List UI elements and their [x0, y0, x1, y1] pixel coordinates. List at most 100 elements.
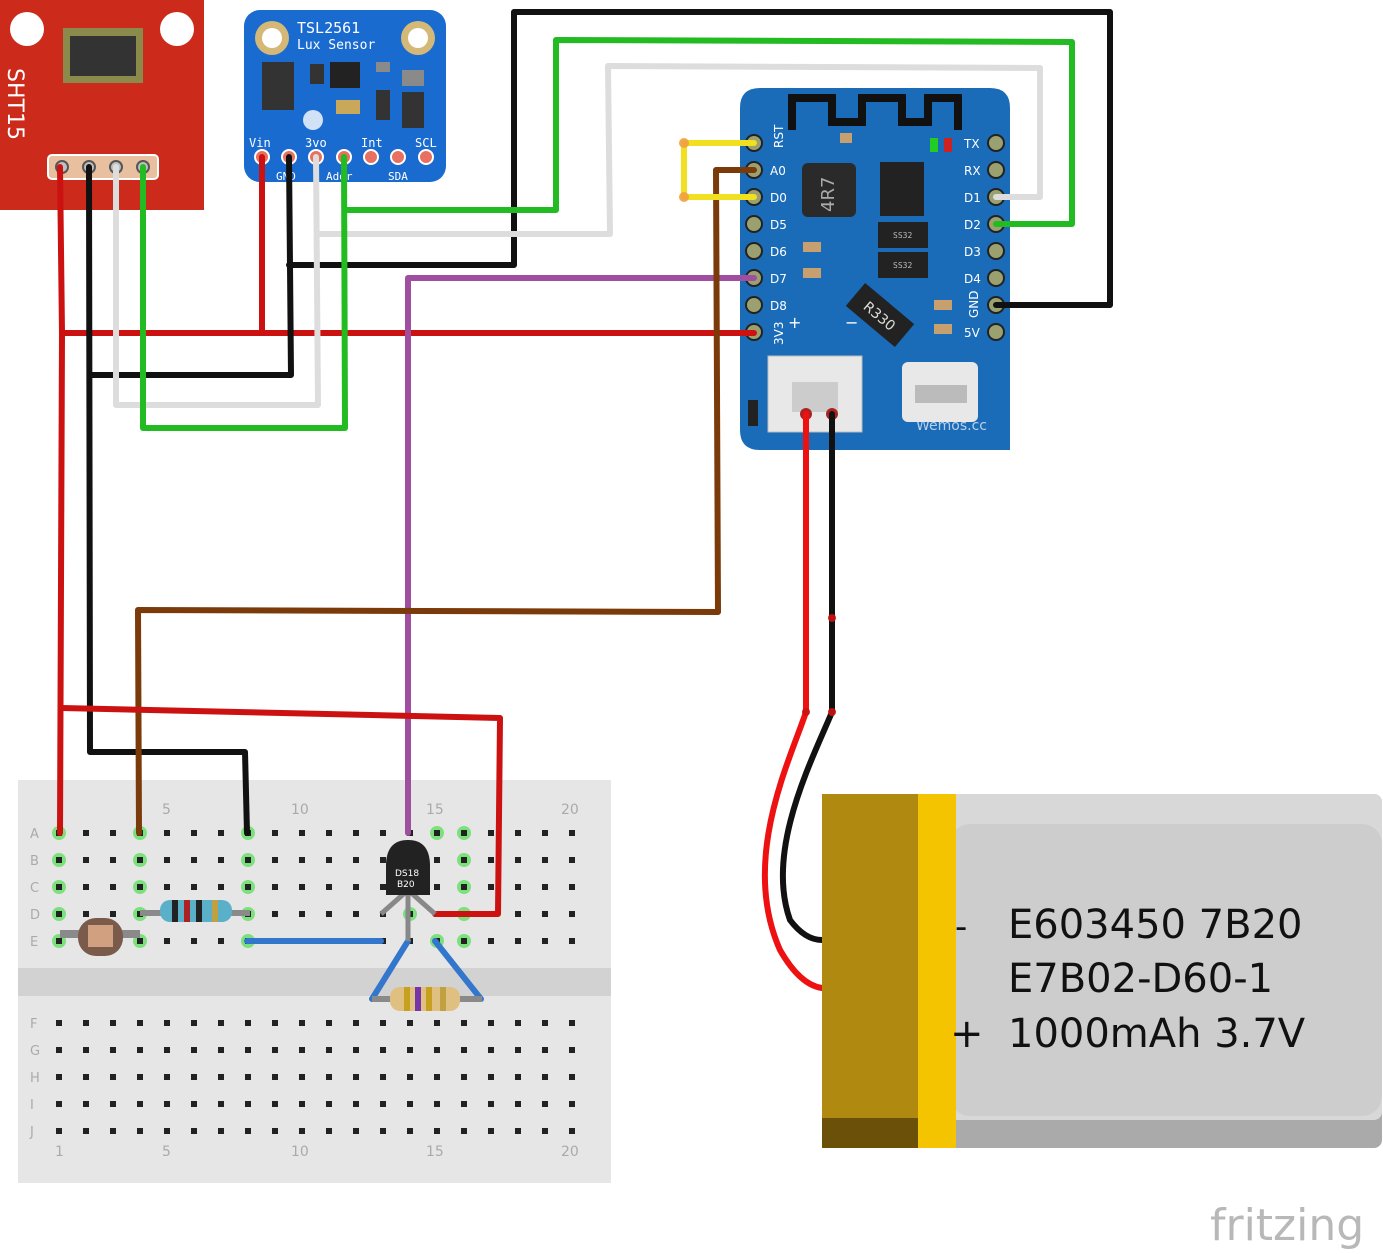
breadboard-hole	[434, 884, 440, 890]
battery-text-line2: E7B02-D60-1	[1008, 956, 1273, 1002]
battery-minus-label: -	[955, 907, 967, 947]
breadboard-hole	[110, 1074, 116, 1080]
breadboard-hole	[110, 1128, 116, 1134]
row-label-b: B	[30, 854, 39, 869]
breadboard-hole	[83, 1101, 89, 1107]
col-number-1-bottom: 1	[55, 1144, 64, 1160]
breadboard-hole	[164, 884, 170, 890]
breadboard-hole	[542, 830, 548, 836]
breadboard-hole	[218, 1047, 224, 1053]
row-label-f: F	[30, 1017, 37, 1032]
breadboard-hole	[245, 884, 251, 890]
breadboard-hole	[191, 830, 197, 836]
breadboard-hole	[326, 1074, 332, 1080]
breadboard-hole	[245, 1101, 251, 1107]
breadboard-hole	[299, 884, 305, 890]
breadboard-hole	[353, 1047, 359, 1053]
battery-text-line1: E603450 7B20	[1008, 902, 1302, 948]
breadboard-hole	[56, 857, 62, 863]
diode2-label: SS32	[893, 261, 912, 270]
breadboard-hole	[137, 938, 143, 944]
breadboard-hole	[164, 1020, 170, 1026]
breadboard-hole	[110, 911, 116, 917]
breadboard-hole	[461, 1101, 467, 1107]
breadboard-hole	[434, 1128, 440, 1134]
col-number-10-top: 10	[291, 802, 309, 818]
breadboard-hole	[272, 1074, 278, 1080]
breadboard-hole	[326, 1101, 332, 1107]
wire-blue-left	[369, 938, 411, 1002]
breadboard-hole	[353, 1074, 359, 1080]
wemos-pin-rst: RST	[772, 124, 786, 148]
breadboard-hole	[542, 884, 548, 890]
breadboard-hole	[353, 1128, 359, 1134]
breadboard-hole	[461, 1074, 467, 1080]
row-label-a: A	[30, 827, 39, 842]
breadboard-hole	[569, 1020, 575, 1026]
breadboard-hole	[488, 830, 494, 836]
breadboard-hole	[56, 1020, 62, 1026]
breadboard-hole	[218, 1020, 224, 1026]
breadboard-hole	[326, 857, 332, 863]
breadboard-hole	[407, 1101, 413, 1107]
breadboard-hole	[218, 1101, 224, 1107]
wire-white-sht-data	[113, 154, 321, 408]
breadboard-hole	[218, 857, 224, 863]
wire-white-tsl-scl	[315, 63, 1043, 237]
tsl-pin-int: Int	[361, 136, 383, 150]
wire-blue-right	[432, 938, 484, 1002]
breadboard-hole	[191, 884, 197, 890]
wemos-pin-d1: D1	[964, 191, 981, 205]
breadboard-hole	[380, 1074, 386, 1080]
lipo-battery: - + E603450 7B20 E7B02-D60-1 1000mAh 3.7…	[822, 794, 1382, 1148]
breadboard-hole	[83, 911, 89, 917]
breadboard-hole	[380, 1020, 386, 1026]
breadboard-hole	[110, 857, 116, 863]
wire-green-sht-clk	[140, 154, 348, 431]
breadboard-hole	[434, 1020, 440, 1026]
breadboard-hole	[56, 884, 62, 890]
wire-battery-black	[779, 411, 835, 943]
breadboard-hole	[569, 857, 575, 863]
breadboard-hole	[191, 1074, 197, 1080]
breadboard-hole	[299, 1074, 305, 1080]
breadboard-hole	[272, 1101, 278, 1107]
breadboard-hole	[137, 884, 143, 890]
breadboard-hole	[272, 857, 278, 863]
breadboard-hole	[326, 911, 332, 917]
row-label-e: E	[30, 935, 38, 950]
breadboard-hole	[515, 1128, 521, 1134]
breadboard-hole	[164, 1101, 170, 1107]
breadboard-hole	[488, 1128, 494, 1134]
breadboard-hole	[137, 1128, 143, 1134]
breadboard-hole	[110, 1101, 116, 1107]
breadboard-hole	[434, 1074, 440, 1080]
breadboard-hole	[299, 1101, 305, 1107]
breadboard-hole	[56, 1047, 62, 1053]
breadboard-hole	[569, 911, 575, 917]
breadboard-hole	[488, 1020, 494, 1026]
breadboard-hole	[326, 1128, 332, 1134]
breadboard-hole	[515, 1101, 521, 1107]
wemos-pin-d5: D5	[770, 218, 787, 232]
row-label-j: J	[29, 1125, 34, 1140]
breadboard-hole	[380, 830, 386, 836]
breadboard-hole	[164, 1074, 170, 1080]
ds18b20-label-1: DS18	[395, 869, 419, 879]
resistor-2	[372, 987, 482, 1011]
ds18b20-sensor: DS18 B20	[379, 840, 437, 941]
breadboard-hole	[218, 830, 224, 836]
breadboard-hole	[299, 1047, 305, 1053]
breadboard-hole	[461, 938, 467, 944]
breadboard-hole	[569, 1047, 575, 1053]
ds18b20-label-2: B20	[397, 880, 415, 890]
breadboard-hole	[83, 1020, 89, 1026]
wire-black-main	[286, 9, 1113, 308]
breadboard-hole	[353, 911, 359, 917]
wemos-pin-a0: A0	[770, 164, 786, 178]
battery-plus-label: +	[950, 1011, 984, 1057]
breadboard-hole	[569, 938, 575, 944]
breadboard-hole	[164, 857, 170, 863]
wemos-pin-d4: D4	[964, 272, 981, 286]
breadboard-hole	[191, 1020, 197, 1026]
